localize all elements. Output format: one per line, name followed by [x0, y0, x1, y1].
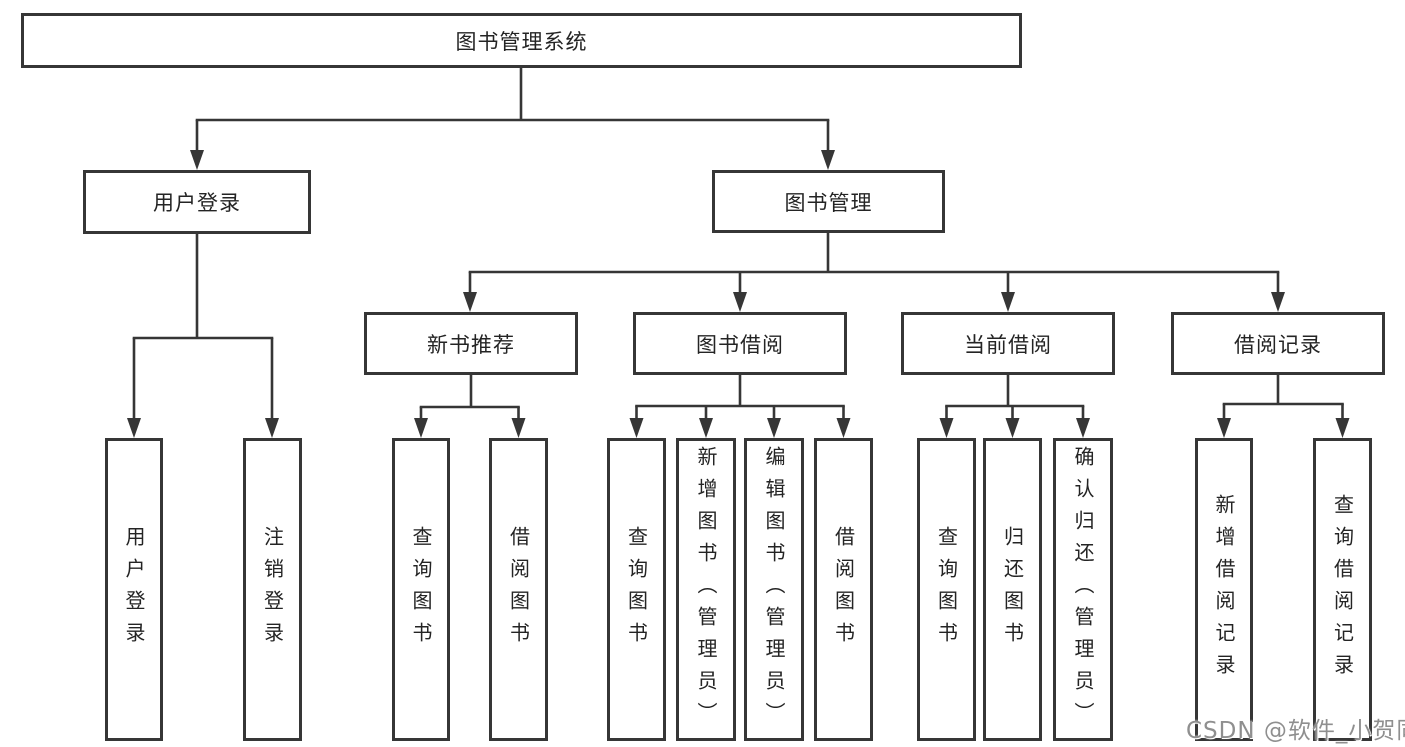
node-label: 当前借阅 — [964, 332, 1052, 357]
node-book-borrowing: 图书借阅 — [633, 312, 847, 375]
connector-book-management-children — [463, 233, 1285, 312]
node-new-book-recommend: 新书推荐 — [364, 312, 578, 375]
leaf-borrow-books-recommend: 借阅图书 — [489, 438, 548, 741]
node-label: 图书管理系统 — [455, 29, 588, 54]
connector-current-borrowing-children — [939, 375, 1090, 438]
leaf-add-books-admin: 新增图书（管理员） — [676, 438, 736, 741]
node-label: 图书借阅 — [696, 332, 784, 357]
node-current-borrowing: 当前借阅 — [901, 312, 1115, 375]
node-user-login: 用户登录 — [83, 170, 311, 234]
leaf-user-login: 用户登录 — [105, 438, 163, 741]
leaf-query-books-current: 查询图书 — [917, 438, 976, 741]
leaf-label: 查询图书 — [409, 525, 433, 654]
node-label: 借阅记录 — [1234, 332, 1322, 357]
leaf-confirm-return-admin: 确认归还（管理员） — [1053, 438, 1113, 741]
connector-user-login-children — [127, 234, 279, 438]
leaf-label: 查询图书 — [624, 525, 649, 654]
leaf-label: 确认归还（管理员） — [1071, 445, 1095, 734]
leaf-label: 借阅图书 — [506, 525, 531, 654]
leaf-label: 编辑图书（管理员） — [762, 445, 786, 734]
node-borrowing-records: 借阅记录 — [1171, 312, 1385, 375]
node-label: 用户登录 — [153, 191, 241, 215]
node-label: 新书推荐 — [427, 332, 515, 357]
csdn-watermark: CSDN @软件_小贺同学 — [1186, 718, 1405, 744]
leaf-label: 注销登录 — [260, 525, 285, 654]
node-label: 图书管理 — [784, 190, 873, 215]
leaf-label: 归还图书 — [1000, 525, 1025, 654]
connector-root-to-level2 — [190, 68, 835, 170]
leaf-query-books-borrowing: 查询图书 — [607, 438, 666, 741]
leaf-label: 借阅图书 — [831, 525, 856, 654]
leaf-label: 新增借阅记录 — [1212, 493, 1236, 686]
leaf-query-books-recommend: 查询图书 — [392, 438, 450, 741]
leaf-add-borrow-record: 新增借阅记录 — [1195, 438, 1253, 741]
connector-new-book-recommend-children — [414, 375, 526, 438]
node-library-management-system: 图书管理系统 — [21, 13, 1022, 68]
leaf-edit-books-admin: 编辑图书（管理员） — [744, 438, 804, 741]
leaf-label: 用户登录 — [122, 525, 146, 654]
leaf-label: 查询图书 — [934, 525, 959, 654]
node-book-management: 图书管理 — [712, 170, 945, 233]
leaf-logout: 注销登录 — [243, 438, 302, 741]
leaf-borrow-books: 借阅图书 — [814, 438, 873, 741]
connector-book-borrowing-children — [629, 375, 851, 438]
leaf-return-books: 归还图书 — [983, 438, 1042, 741]
connector-borrowing-records-children — [1217, 375, 1350, 438]
leaf-label: 新增图书（管理员） — [694, 445, 718, 734]
leaf-query-borrow-record: 查询借阅记录 — [1313, 438, 1372, 741]
leaf-label: 查询借阅记录 — [1330, 493, 1355, 686]
